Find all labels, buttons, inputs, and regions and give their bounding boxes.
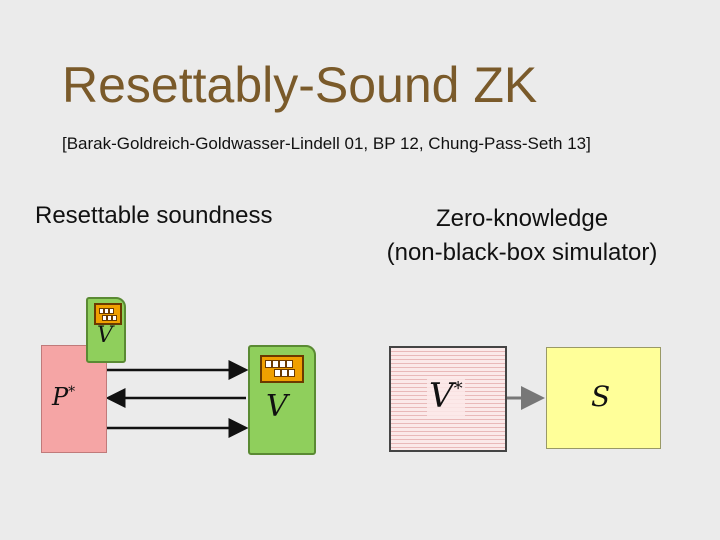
zk-heading-line2: (non-black-box simulator) — [386, 239, 658, 266]
verifier-code-symbol: V* — [427, 376, 465, 416]
verifier-card-small: V — [86, 297, 126, 363]
slide-title: Resettably-Sound ZK — [62, 57, 538, 113]
verifier-code-box: V* — [389, 346, 507, 452]
zero-knowledge-heading: Zero-knowledge (non-black-box simulator) — [358, 202, 686, 270]
prover-symbol: P* — [52, 383, 76, 411]
simulator-symbol: S — [591, 380, 611, 413]
verifier-card: V — [248, 345, 316, 455]
chip-icon — [94, 303, 122, 325]
prover-box: P* — [41, 345, 107, 453]
verifier-symbol-small: V — [97, 323, 113, 348]
citation: [Barak-Goldreich-Goldwasser-Lindell 01, … — [62, 134, 591, 153]
verifier-symbol: V — [266, 389, 288, 424]
zk-heading-line1: Zero-knowledge — [435, 205, 609, 232]
chip-icon — [260, 355, 304, 383]
simulator-box: S — [546, 347, 661, 449]
resettable-soundness-heading: Resettable soundness — [35, 202, 273, 229]
